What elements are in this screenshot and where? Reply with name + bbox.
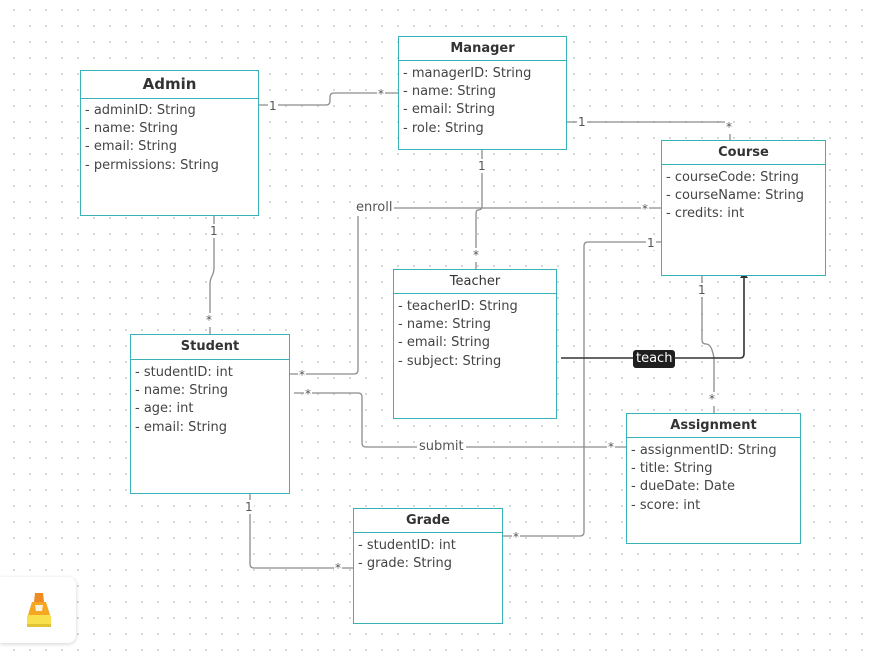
class-admin[interactable]: Admin - adminID: String - name: String -… bbox=[80, 70, 259, 216]
attribute: - title: String bbox=[631, 461, 713, 477]
label-teach: teach bbox=[633, 350, 676, 368]
connector-teach bbox=[561, 276, 745, 359]
connector-grade-course bbox=[502, 241, 661, 537]
mult-manager-course-to: * bbox=[725, 120, 733, 134]
class-manager[interactable]: Manager - managerID: String - name: Stri… bbox=[398, 36, 567, 150]
attribute: - credits: int bbox=[666, 206, 745, 222]
label-submit: submit bbox=[417, 439, 466, 455]
attribute: - courseCode: String bbox=[666, 170, 799, 185]
class-teacher-title: Teacher bbox=[394, 270, 556, 294]
connector-manager-course bbox=[567, 121, 731, 140]
class-teacher-attributes: - teacherID: String - name: String - ema… bbox=[394, 294, 556, 371]
mult-manager-teacher-to: * bbox=[472, 248, 480, 262]
mult-course-assignment-to: * bbox=[708, 392, 716, 406]
attribute: - name: String bbox=[135, 383, 228, 399]
class-assignment[interactable]: Assignment - assignmentID: String - titl… bbox=[626, 413, 801, 544]
attribute: - courseName: String bbox=[666, 188, 804, 204]
connector-submit bbox=[294, 392, 626, 448]
mult-grade-course-to: 1 bbox=[646, 236, 656, 250]
class-manager-attributes: - managerID: String - name: String - ema… bbox=[399, 61, 566, 138]
class-student-attributes: - studentID: int - name: String - age: i… bbox=[131, 360, 289, 437]
mult-admin-student-from: 1 bbox=[209, 224, 219, 238]
class-assignment-title: Assignment bbox=[627, 414, 800, 438]
mult-admin-student-to: * bbox=[205, 313, 213, 327]
class-course[interactable]: Course - courseCode: String - courseName… bbox=[661, 140, 826, 276]
mult-admin-manager-from: 1 bbox=[268, 99, 278, 113]
class-admin-title: Admin bbox=[81, 71, 258, 99]
attribute: - assignmentID: String bbox=[631, 443, 777, 458]
attribute: - name: String bbox=[85, 121, 178, 137]
mult-manager-teacher-from: 1 bbox=[477, 159, 487, 173]
mult-admin-manager-to: * bbox=[377, 87, 385, 101]
class-course-attributes: - courseCode: String - courseName: Strin… bbox=[662, 165, 825, 224]
mult-grade-course-from: * bbox=[512, 530, 520, 544]
attribute: - subject: String bbox=[398, 353, 502, 369]
attribute: - teacherID: String bbox=[398, 299, 518, 314]
class-course-title: Course bbox=[662, 141, 825, 165]
attribute: - studentID: int bbox=[135, 365, 233, 380]
mult-enroll-to: * bbox=[641, 202, 649, 216]
attribute: - email: String bbox=[398, 335, 490, 351]
attribute: - grade: String bbox=[358, 556, 452, 572]
connector-student-grade bbox=[249, 494, 353, 569]
class-grade[interactable]: Grade - studentID: int - grade: String bbox=[353, 508, 503, 624]
mult-student-grade-from: 1 bbox=[244, 500, 254, 514]
mult-enroll-from: * bbox=[298, 368, 306, 382]
app-logo-badge[interactable] bbox=[0, 577, 76, 643]
mult-submit-to: * bbox=[607, 440, 615, 454]
class-student[interactable]: Student - studentID: int - name: String … bbox=[130, 334, 290, 494]
attribute: - email: String bbox=[85, 139, 177, 155]
attribute: - managerID: String bbox=[403, 66, 532, 81]
mult-manager-course-from: 1 bbox=[577, 115, 587, 129]
mult-student-grade-to: * bbox=[334, 561, 342, 575]
class-teacher[interactable]: Teacher - teacherID: String - name: Stri… bbox=[393, 269, 557, 419]
attribute: - name: String bbox=[398, 317, 491, 333]
attribute: - dueDate: Date bbox=[631, 479, 735, 495]
class-manager-title: Manager bbox=[399, 37, 566, 61]
attribute: - email: String bbox=[135, 419, 227, 435]
class-grade-attributes: - studentID: int - grade: String bbox=[354, 533, 502, 573]
connector-course-assignment bbox=[701, 276, 715, 413]
attribute: - score: int bbox=[631, 497, 701, 513]
attribute: - role: String bbox=[403, 120, 484, 136]
attribute: - age: int bbox=[135, 401, 194, 417]
mult-submit-from: * bbox=[304, 387, 312, 401]
class-student-title: Student bbox=[131, 335, 289, 360]
attribute: - name: String bbox=[403, 84, 496, 100]
class-assignment-attributes: - assignmentID: String - title: String -… bbox=[627, 438, 800, 515]
class-grade-title: Grade bbox=[354, 509, 502, 533]
class-admin-attributes: - adminID: String - name: String - email… bbox=[81, 99, 258, 175]
connector-admin-manager bbox=[259, 92, 398, 106]
connector-admin-student bbox=[209, 216, 215, 334]
attribute: - email: String bbox=[403, 102, 495, 118]
mult-course-assignment-from: 1 bbox=[697, 283, 707, 297]
label-enroll: enroll bbox=[354, 200, 395, 216]
highlighter-marker-icon bbox=[27, 593, 51, 627]
attribute: - studentID: int bbox=[358, 538, 456, 553]
attribute: - adminID: String bbox=[85, 103, 196, 118]
attribute: - permissions: String bbox=[85, 157, 219, 173]
